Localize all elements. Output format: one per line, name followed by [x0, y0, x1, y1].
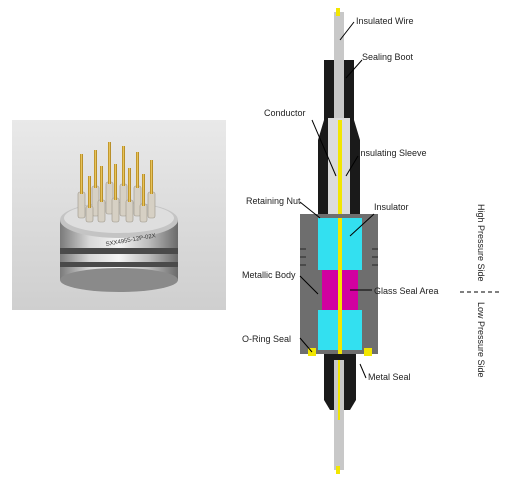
connector-photo-illustration: SXX4955-12P-02X: [60, 142, 178, 292]
conductor-bottom: [338, 360, 340, 420]
label-metallic-body: Metallic Body: [242, 270, 296, 280]
label-conductor: Conductor: [264, 108, 306, 118]
label-insulating-sleeve: Insulating Sleeve: [358, 148, 427, 158]
label-sealing-boot: Sealing Boot: [362, 52, 414, 62]
leader-lines: [299, 21, 375, 379]
label-metal-seal: Metal Seal: [368, 372, 411, 382]
threads: [300, 248, 378, 266]
o-ring-seal-right: [364, 348, 372, 356]
wire-tip-top: [336, 8, 340, 16]
wire-tip-bottom: [336, 466, 340, 474]
label-retaining-nut: Retaining Nut: [246, 196, 301, 206]
connector-photo: SXX4955-12P-02X: [12, 120, 226, 310]
label-high-pressure-side: High Pressure Side: [476, 204, 486, 282]
label-low-pressure-side: Low Pressure Side: [476, 302, 486, 378]
label-glass-seal-area: Glass Seal Area: [374, 286, 439, 296]
conductor-through-body: [338, 218, 342, 358]
label-o-ring-seal: O-Ring Seal: [242, 334, 292, 344]
conductor: [338, 120, 342, 220]
label-insulated-wire: Insulated Wire: [356, 16, 414, 26]
wire-in-boot: [334, 60, 344, 120]
insulated-wire-top: [334, 12, 344, 67]
label-insulator: Insulator: [374, 202, 409, 212]
